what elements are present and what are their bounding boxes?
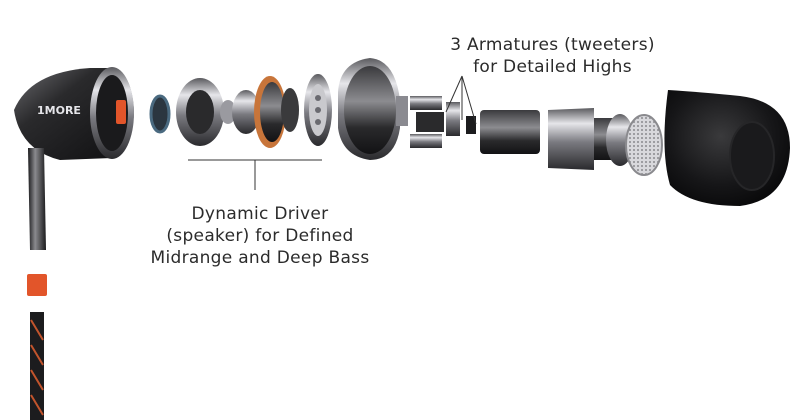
- ear-tip: [664, 90, 790, 206]
- brand-logo: 1MORE: [37, 104, 81, 117]
- dynamic-driver-leader: [188, 159, 322, 190]
- dynamic-caption-line-3: Midrange and Deep Bass: [150, 248, 370, 268]
- armature-leader: [445, 75, 477, 125]
- inner-metal-body: [338, 58, 408, 160]
- earphone-housing: [14, 67, 134, 250]
- sound-tube: [480, 110, 540, 154]
- dynamic-caption-line-2: (speaker) for Defined: [166, 226, 354, 246]
- balanced-armatures: [410, 96, 476, 148]
- cable: [30, 312, 44, 420]
- dynamic-driver-caption: Dynamic Driver (speaker) for Defined Mid…: [145, 203, 375, 269]
- cable-collar: [27, 274, 47, 296]
- armatures-caption-line-2: for Detailed Highs: [473, 57, 632, 77]
- armatures-caption-line-1: 3 Armatures (tweeters): [450, 35, 655, 55]
- armatures-caption: 3 Armatures (tweeters) for Detailed High…: [430, 34, 675, 78]
- dynamic-driver-assembly: [149, 74, 332, 148]
- dynamic-caption-line-1: Dynamic Driver: [191, 204, 329, 224]
- nozzle: [548, 108, 663, 176]
